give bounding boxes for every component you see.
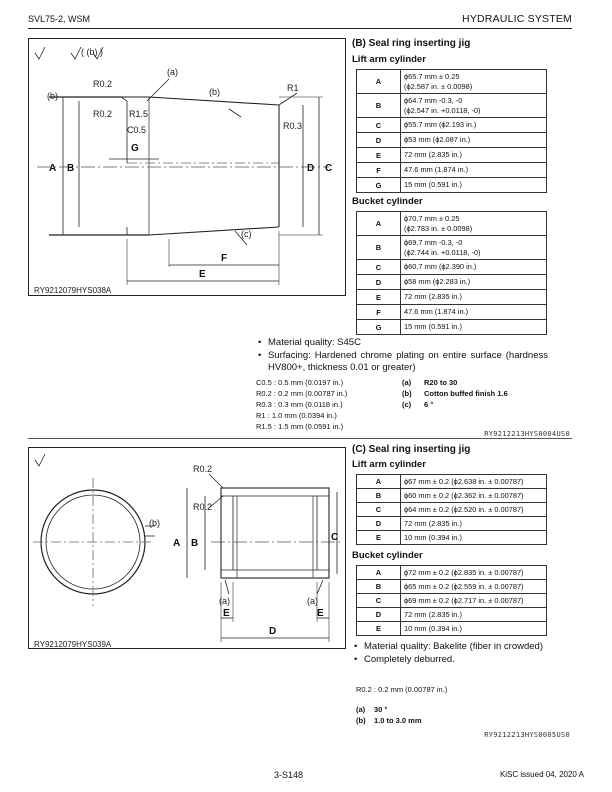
label-b-mid: (b) [209, 87, 220, 97]
label-c-a-left: (a) [219, 596, 230, 606]
section-divider [28, 438, 572, 439]
label-r15: R1.5 [129, 109, 148, 119]
dim-f: F [221, 253, 227, 264]
label-c05: C0.5 [127, 125, 146, 135]
section-c-note: R0.2 : 0.2 mm (0.00787 in.) [356, 685, 448, 694]
label-r02: R0.2 [93, 79, 112, 89]
section-c-ref: RY9212213HYS0005US0 [484, 731, 570, 739]
section-c-lift-title: Lift arm cylinder [352, 459, 426, 470]
figure-b-drawing: (b) R0.2 R0.2 R1.5 C0.5 (a) (b) R1 R0.3 … [34, 46, 332, 285]
figure-c-caption: RY9212079HYS039A [34, 640, 112, 649]
list-item: Completely deburred. [352, 654, 548, 666]
section-b-lift-title: Lift arm cylinder [352, 54, 426, 65]
section-b-title: (B) Seal ring inserting jig [352, 38, 471, 49]
label-a: (a) [167, 67, 178, 77]
dim-b: B [67, 163, 74, 174]
figure-c: R0.2 R0.2 (b) (a) (a) A B C D E E [28, 447, 346, 649]
label-c-r02b: R0.2 [193, 502, 212, 512]
section-b-notes-right: (a)R20 to 30 (b)Cotton buffed finish 1.6… [402, 378, 508, 409]
dim-c-d: D [269, 626, 276, 637]
section-b-bucket-title: Bucket cylinder [352, 196, 423, 207]
dim-c: C [325, 163, 332, 174]
section-c-bullets: Material quality: Bakelite (fiber in cro… [352, 641, 548, 667]
dim-c-e-right: E [317, 608, 324, 619]
label-c-b: (b) [149, 518, 160, 528]
figure-b: (b) R0.2 R0.2 R1.5 C0.5 (a) (b) R1 R0.3 … [28, 38, 346, 296]
label-r03: R0.3 [283, 121, 302, 131]
section-c-title: (C) Seal ring inserting jig [352, 444, 471, 455]
label-r1: R1 [287, 83, 299, 93]
dim-c-b: B [191, 538, 198, 549]
section-c-bucket-title: Bucket cylinder [352, 550, 423, 561]
section-b-notes-left: C0.5 : 0.5 mm (0.0197 in.) R0.2 : 0.2 mm… [256, 378, 348, 431]
section-c-notes: (a)30 ° (b)1.0 to 3.0 mm [356, 705, 422, 725]
label-c-r02a: R0.2 [193, 464, 212, 474]
dim-c-c: C [331, 532, 338, 543]
list-item: Material quality: Bakelite (fiber in cro… [352, 641, 548, 653]
section-b-ref: RY9212213HYS0004US0 [484, 430, 570, 438]
figure-c-drawing: R0.2 R0.2 (b) (a) (a) A B C D E E [33, 453, 341, 642]
list-item: Surfacing: Hardened chrome plating on en… [256, 350, 548, 374]
header-model: SVL75-2, WSM [28, 14, 91, 24]
list-item: Material quality: S45C [256, 337, 548, 349]
dim-g: G [131, 143, 139, 154]
page-number: 3-S148 [274, 770, 304, 780]
label-c-a-right: (a) [307, 596, 318, 606]
dim-c-e-left: E [223, 608, 230, 619]
figure-b-caption: RY9212079HYS038A [34, 286, 112, 295]
header-rule [28, 28, 572, 29]
issue-info: KiSC issued 04, 2020 A [499, 770, 584, 779]
dim-a: A [49, 163, 56, 174]
label-r02b: R0.2 [93, 109, 112, 119]
label-c: (c) [241, 229, 252, 239]
dim-e: E [199, 269, 206, 280]
dim-c-a: A [173, 538, 180, 549]
dim-d: D [307, 163, 314, 174]
label-b-left: (b) [47, 91, 58, 101]
header-section: HYDRAULIC SYSTEM [462, 13, 572, 25]
label-rough: ( (b) ) [81, 47, 103, 57]
section-b-bullets: Material quality: S45C Surfacing: Harden… [256, 337, 548, 375]
